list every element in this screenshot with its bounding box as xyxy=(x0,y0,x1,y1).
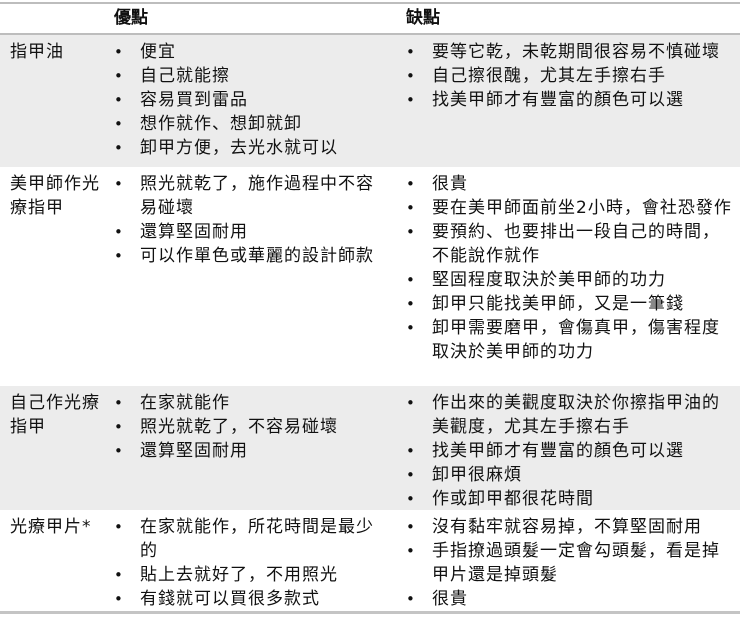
cons-item: 卸甲需要磨甲，會傷真甲，傷害程度取決於美甲師的功力 xyxy=(400,316,734,364)
cons-item: 找美甲師才有豐富的顏色可以選 xyxy=(400,439,734,463)
row-label: 指甲油 xyxy=(10,42,64,62)
cons-list: 作出來的美觀度取決於你擦指甲油的美觀度，尤其左手擦右手 找美甲師才有豐富的顏色可… xyxy=(400,391,734,511)
cons-item: 自己擦很醜，尤其左手擦右手 xyxy=(400,64,734,88)
pros-item: 照光就乾了，不容易碰壞 xyxy=(108,415,386,439)
table-row-nail-polish: 指甲油 便宜 自己就能擦 容易買到雷品 想作就作、想卸就卸 卸甲方便，去光水就可… xyxy=(0,35,740,167)
cons-item: 堅固程度取決於美甲師的功力 xyxy=(400,268,734,292)
pros-item: 容易買到雷品 xyxy=(108,88,386,112)
cons-cell: 很貴 要在美甲師面前坐2小時，會社恐發作 要預約、也要排出一段自己的時間，不能說… xyxy=(400,167,740,386)
cons-item: 很貴 xyxy=(400,587,734,611)
table-row-gel-tips: 光療甲片* 在家就能作，所花時間是最少的 貼上去就好了，不用照光 有錢就可以買很… xyxy=(0,510,740,611)
cons-cell: 要等它乾，未乾期間很容易不慎碰壞 自己擦很醜，尤其左手擦右手 找美甲師才有豐富的… xyxy=(400,35,740,167)
cons-cell: 沒有黏牢就容易掉，不算堅固耐用 手指撩過頭髮一定會勾頭髮，看是掉甲片還是掉頭髮 … xyxy=(400,510,740,611)
cons-item: 作出來的美觀度取決於你擦指甲油的美觀度，尤其左手擦右手 xyxy=(400,391,734,439)
cons-list: 沒有黏牢就容易掉，不算堅固耐用 手指撩過頭髮一定會勾頭髮，看是掉甲片還是掉頭髮 … xyxy=(400,515,734,611)
cons-list: 要等它乾，未乾期間很容易不慎碰壞 自己擦很醜，尤其左手擦右手 找美甲師才有豐富的… xyxy=(400,40,734,112)
cons-item: 卸甲很麻煩 xyxy=(400,463,734,487)
pros-item: 還算堅固耐用 xyxy=(108,439,386,463)
cons-cell: 作出來的美觀度取決於你擦指甲油的美觀度，尤其左手擦右手 找美甲師才有豐富的顏色可… xyxy=(400,386,740,511)
cons-item: 手指撩過頭髮一定會勾頭髮，看是掉甲片還是掉頭髮 xyxy=(400,539,734,587)
pros-item: 在家就能作，所花時間是最少的 xyxy=(108,515,386,563)
row-label: 自己作光療指甲 xyxy=(10,393,100,437)
row-label: 光療甲片* xyxy=(10,517,92,537)
pros-list: 照光就乾了，施作過程中不容易碰壞 還算堅固耐用 可以作單色或華麗的設計師款 xyxy=(108,172,386,268)
pros-item: 自己就能擦 xyxy=(108,64,386,88)
pros-cell: 便宜 自己就能擦 容易買到雷品 想作就作、想卸就卸 卸甲方便，去光水就可以 xyxy=(108,35,400,167)
pros-cell: 在家就能作 照光就乾了，不容易碰壞 還算堅固耐用 xyxy=(108,386,400,510)
pros-item: 有錢就可以買很多款式 xyxy=(108,587,386,611)
table-header-row: 優點 缺點 xyxy=(0,4,740,35)
table-row-salon-gel: 美甲師作光療指甲 照光就乾了，施作過程中不容易碰壞 還算堅固耐用 可以作單色或華… xyxy=(0,167,740,386)
cons-item: 作或卸甲都很花時間 xyxy=(400,487,734,511)
pros-item: 照光就乾了，施作過程中不容易碰壞 xyxy=(108,172,386,220)
pros-list: 便宜 自己就能擦 容易買到雷品 想作就作、想卸就卸 卸甲方便，去光水就可以 xyxy=(108,40,386,160)
pros-item: 可以作單色或華麗的設計師款 xyxy=(108,244,386,268)
cons-item: 很貴 xyxy=(400,172,734,196)
pros-cell: 照光就乾了，施作過程中不容易碰壞 還算堅固耐用 可以作單色或華麗的設計師款 xyxy=(108,167,400,386)
row-label: 美甲師作光療指甲 xyxy=(10,174,100,218)
header-pros: 優點 xyxy=(114,8,148,28)
cons-item: 找美甲師才有豐富的顏色可以選 xyxy=(400,88,734,112)
pros-item: 還算堅固耐用 xyxy=(108,220,386,244)
cons-item: 要等它乾，未乾期間很容易不慎碰壞 xyxy=(400,40,734,64)
pros-item: 在家就能作 xyxy=(108,391,386,415)
pros-item: 便宜 xyxy=(108,40,386,64)
cons-item: 要預約、也要排出一段自己的時間，不能說作就作 xyxy=(400,220,734,268)
pros-list: 在家就能作，所花時間是最少的 貼上去就好了，不用照光 有錢就可以買很多款式 xyxy=(108,515,386,611)
cons-item: 卸甲只能找美甲師，又是一筆錢 xyxy=(400,292,734,316)
pros-item: 貼上去就好了，不用照光 xyxy=(108,563,386,587)
pros-list: 在家就能作 照光就乾了，不容易碰壞 還算堅固耐用 xyxy=(108,391,386,463)
pros-item: 想作就作、想卸就卸 xyxy=(108,112,386,136)
cons-item: 要在美甲師面前坐2小時，會社恐發作 xyxy=(400,196,734,220)
cons-item: 沒有黏牢就容易掉，不算堅固耐用 xyxy=(400,515,734,539)
pros-cell: 在家就能作，所花時間是最少的 貼上去就好了，不用照光 有錢就可以買很多款式 xyxy=(108,510,400,611)
header-cons: 缺點 xyxy=(406,8,440,28)
pros-item: 卸甲方便，去光水就可以 xyxy=(108,136,386,160)
table-row-diy-gel: 自己作光療指甲 在家就能作 照光就乾了，不容易碰壞 還算堅固耐用 作出來的美觀度… xyxy=(0,386,740,511)
cons-list: 很貴 要在美甲師面前坐2小時，會社恐發作 要預約、也要排出一段自己的時間，不能說… xyxy=(400,172,734,364)
